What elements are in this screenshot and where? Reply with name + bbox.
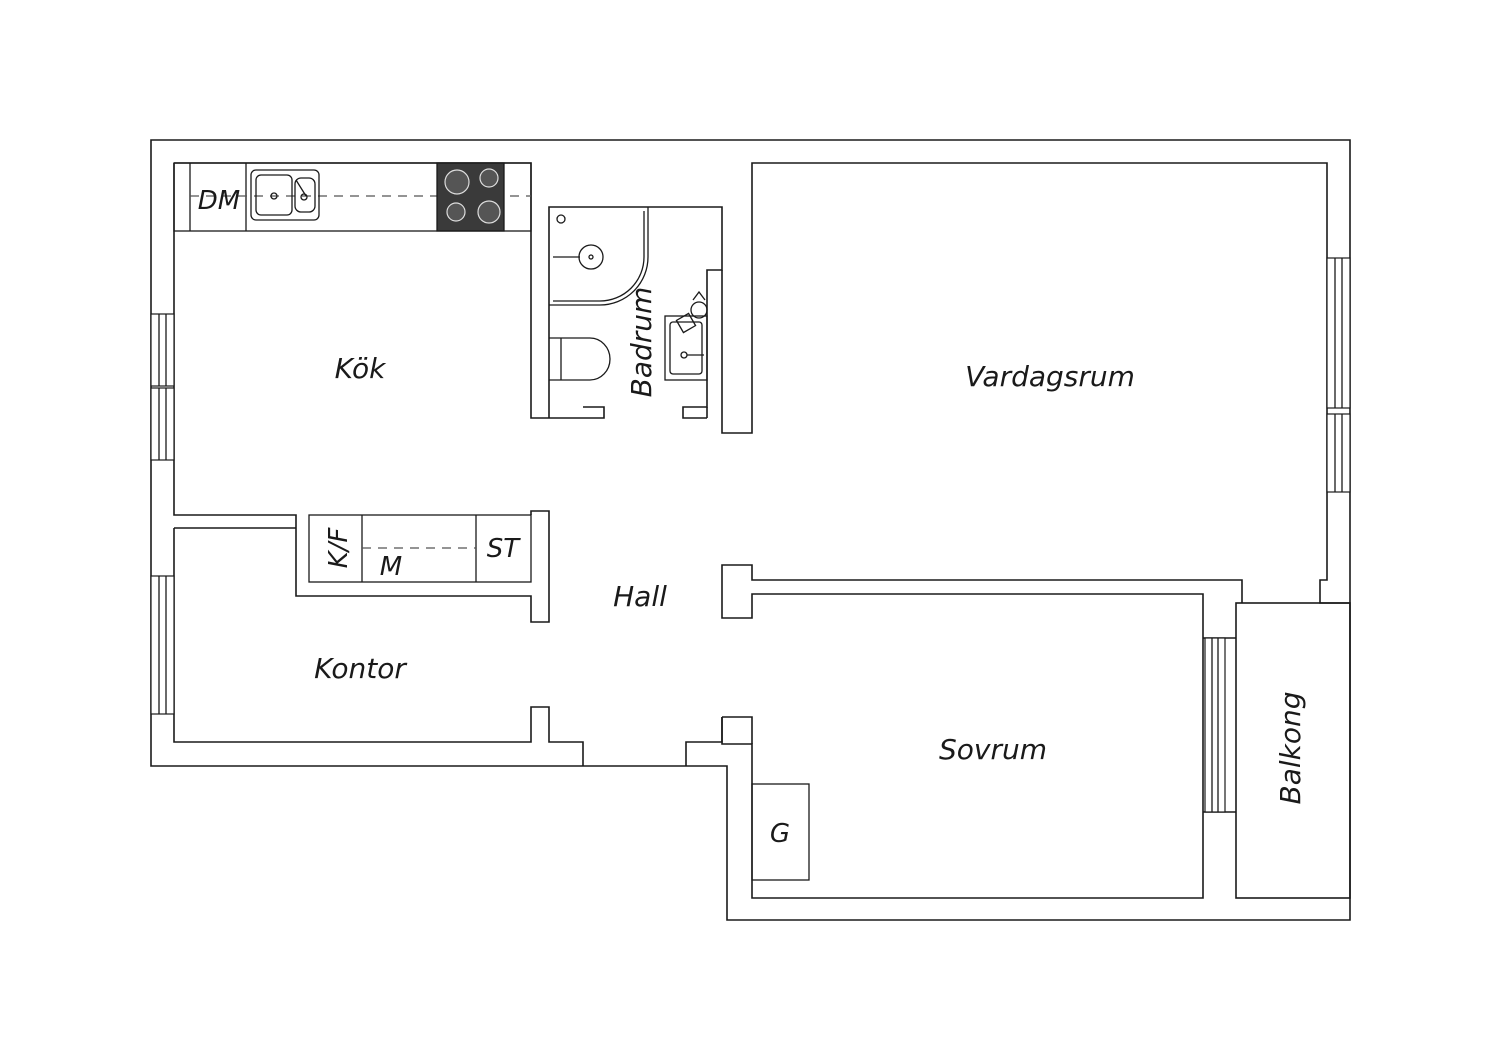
bedroom-door-jamb bbox=[722, 716, 753, 744]
outer-wall bbox=[150, 139, 1351, 921]
label-microwave: M bbox=[380, 552, 402, 582]
washbasin-icon bbox=[664, 290, 708, 381]
room-label-living-room: Vardagsrum bbox=[965, 360, 1135, 393]
shower-icon bbox=[549, 207, 649, 306]
label-fridge-freezer: K/F bbox=[324, 527, 354, 569]
kitchen-west-wall bbox=[173, 163, 550, 623]
entry-wall bbox=[685, 717, 723, 766]
label-dishwasher: DM bbox=[198, 186, 240, 216]
office-wall bbox=[173, 527, 584, 766]
room-label-kitchen: Kök bbox=[335, 352, 387, 385]
kitchen-counter bbox=[173, 162, 532, 232]
room-label-office: Kontor bbox=[314, 652, 407, 685]
label-storage: ST bbox=[487, 534, 522, 564]
sink-icon bbox=[250, 169, 320, 221]
stove-icon bbox=[436, 162, 505, 232]
living-room-wall bbox=[721, 162, 1350, 604]
wardrobe-outline bbox=[751, 783, 810, 881]
room-label-bedroom: Sovrum bbox=[939, 733, 1047, 766]
hall-storage bbox=[308, 514, 532, 583]
balcony-outline bbox=[1235, 602, 1351, 899]
bathroom-wall bbox=[548, 206, 723, 419]
room-label-hall: Hall bbox=[613, 580, 667, 613]
windows bbox=[150, 257, 1351, 813]
bathroom-door-jamb bbox=[549, 406, 605, 419]
room-label-balcony: Balkong bbox=[1274, 691, 1307, 804]
toilet-icon bbox=[549, 337, 611, 381]
label-wardrobe: G bbox=[770, 819, 790, 849]
living-room-south-wall bbox=[721, 564, 1243, 899]
room-label-bathroom: Badrum bbox=[625, 287, 658, 398]
